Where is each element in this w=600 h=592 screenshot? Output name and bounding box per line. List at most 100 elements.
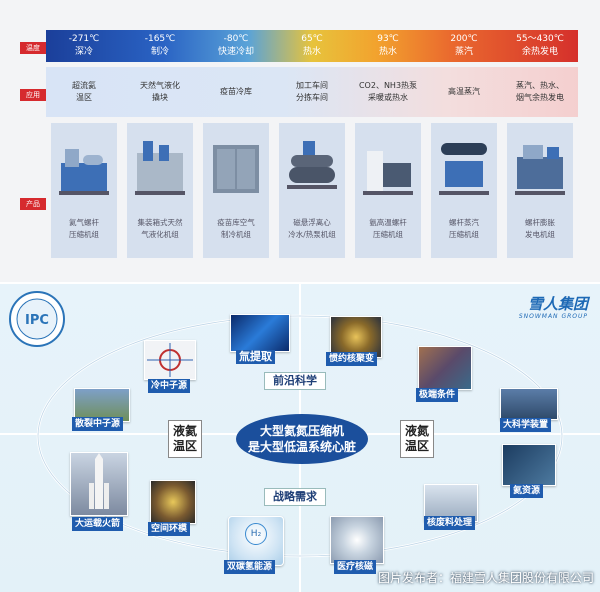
helium-extraction-photo <box>230 314 290 352</box>
medical-mri-photo <box>330 516 384 564</box>
item-label: 氦资源 <box>510 484 544 498</box>
brand-name-cn: 雪人集团 <box>527 295 588 313</box>
product-name: 磁悬浮离心 冷水/热泵机组 <box>288 218 336 239</box>
rocket-icon <box>89 453 109 509</box>
product-name: 螺杆膨胀 发电机组 <box>525 218 555 239</box>
temp-label: 热水 <box>302 47 321 57</box>
temp-label: 制冷 <box>150 47 169 57</box>
item-label: 极端条件 <box>416 388 459 402</box>
compressor-machine-icon <box>135 141 185 195</box>
application-cell: 疫苗冷库 <box>198 67 274 117</box>
temp-cell: 200℃ 蒸汽 <box>426 30 502 62</box>
product-card: 集装箱式天然 气液化机组 <box>127 123 193 258</box>
item-label: 双碳氢能源 <box>224 560 276 574</box>
section-strategic-needs: 战略需求 <box>264 488 326 506</box>
temp-label: 蒸汽 <box>454 47 473 57</box>
helium-resource-photo <box>502 444 556 486</box>
core-statement: 大型氦氮压缩机 是大型低温系统心脏 <box>236 414 368 464</box>
extreme-conditions-photo <box>418 346 472 390</box>
ipc-logo-text: IPC <box>25 313 49 328</box>
ipc-logo-icon: IPC <box>9 291 65 347</box>
neutron-diagram-icon <box>147 343 193 377</box>
item-label: 惯约核聚变 <box>326 352 378 366</box>
fusion-photo <box>330 316 382 358</box>
item-label: 空间环模 <box>148 522 191 536</box>
brand-logo: 雪人集团 SNOWMAN GROUP <box>519 296 588 321</box>
item-label: 氚提取 <box>236 350 275 364</box>
application-text: 超流氦 温区 <box>72 81 96 102</box>
temp-cell: 65℃ 热水 <box>274 30 350 62</box>
spallation-photo <box>74 388 130 422</box>
core-statement-line: 大型氦氮压缩机 <box>259 424 344 438</box>
temp-cell: -165℃ 制冷 <box>122 30 198 62</box>
application-text: 加工车间 分拣车间 <box>296 81 328 102</box>
product-name: 螺杆蒸汽 压缩机组 <box>449 218 479 239</box>
product-card: 螺杆膨胀 发电机组 <box>507 123 573 258</box>
row-label-temperature: 温度 <box>20 42 46 54</box>
liquid-helium-zone: 液氦温区 <box>168 420 203 458</box>
space-env-photo <box>150 480 196 524</box>
zone-label-line: 温区 <box>173 439 198 453</box>
temp-label: 快速冷却 <box>217 47 254 57</box>
item-label: 散裂中子源 <box>72 417 124 431</box>
item-label: 冷中子源 <box>148 379 191 393</box>
zone-label-line: 液氮 <box>405 424 430 438</box>
image-credit: 图片发布者：福建雪人集团股份有限公司 <box>377 571 594 585</box>
application-cell: 高温蒸汽 <box>426 67 502 117</box>
zone-label-line: 温区 <box>405 439 430 453</box>
product-name: 氦气螺杆 压缩机组 <box>69 218 99 239</box>
temp-cell: 93℃ 热水 <box>350 30 426 62</box>
application-cell: CO2、NH3热泵 采暖或热水 <box>350 67 426 117</box>
application-text: 蒸汽、热水、 烟气余热发电 <box>516 81 564 102</box>
application-bar: 超流氦 温区 天然气液化 撬块 疫苗冷库 加工车间 分拣车间 CO2、NH3热泵… <box>46 67 578 117</box>
brand-name-en: SNOWMAN GROUP <box>518 313 588 320</box>
ammonia-compressor-icon <box>363 151 413 195</box>
temp-value: 200℃ <box>450 34 478 44</box>
item-label: 大科学装置 <box>500 418 552 432</box>
big-science-photo <box>500 388 558 420</box>
row-label-application: 应用 <box>20 89 46 101</box>
cold-neutron-photo <box>144 340 196 380</box>
product-name: 氨高温螺杆 压缩机组 <box>369 218 407 239</box>
item-label: 医疗核磁 <box>334 560 377 574</box>
application-text: 天然气液化 撬块 <box>140 81 180 102</box>
cryogenic-application-diagram: IPC 雪人集团 SNOWMAN GROUP 氚提取 惯约核聚变 冷中子源 极端… <box>0 284 600 592</box>
application-text: 高温蒸汽 <box>448 87 480 96</box>
application-cell: 超流氦 温区 <box>46 67 122 117</box>
liquid-nitrogen-zone: 液氮温区 <box>400 420 435 458</box>
row-label-product: 产品 <box>20 198 46 210</box>
item-label: 核废料处理 <box>424 516 476 530</box>
compressor-machine-icon <box>59 149 109 195</box>
temp-value: -271℃ <box>68 34 100 44</box>
temp-value: 55～430℃ <box>516 34 564 44</box>
rocket-photo <box>70 452 128 516</box>
air-cooler-cabinet-icon <box>213 145 259 193</box>
temp-value: -165℃ <box>144 34 176 44</box>
product-card: 氨高温螺杆 压缩机组 <box>355 123 421 258</box>
core-statement-line: 是大型低温系统心脏 <box>247 440 356 454</box>
item-label: 大运载火箭 <box>72 517 124 531</box>
product-card: 疫苗库空气 制冷机组 <box>203 123 269 258</box>
centrifugal-chiller-icon <box>287 141 337 189</box>
application-text: CO2、NH3热泵 采暖或热水 <box>358 81 418 102</box>
product-card: 磁悬浮离心 冷水/热泵机组 <box>279 123 345 258</box>
temp-label: 深冷 <box>74 47 93 57</box>
application-cell: 天然气液化 撬块 <box>122 67 198 117</box>
temp-label: 余热发电 <box>521 47 558 57</box>
expansion-generator-icon <box>515 145 565 195</box>
low-carbon-hydrogen-photo: H₂ <box>228 516 284 566</box>
application-text: 疫苗冷库 <box>220 87 252 96</box>
application-cell: 加工车间 分拣车间 <box>274 67 350 117</box>
temp-cell: 55～430℃ 余热发电 <box>502 30 578 62</box>
temp-label: 热水 <box>378 47 397 57</box>
temp-value: 65℃ <box>301 34 323 44</box>
section-frontier-science: 前沿科学 <box>264 372 326 390</box>
zone-label-line: 液氦 <box>173 424 198 438</box>
temp-value: 93℃ <box>377 34 399 44</box>
temp-cell: -271℃ 深冷 <box>46 30 122 62</box>
product-card: 氦气螺杆 压缩机组 <box>51 123 117 258</box>
product-name: 疫苗库空气 制冷机组 <box>217 218 255 239</box>
